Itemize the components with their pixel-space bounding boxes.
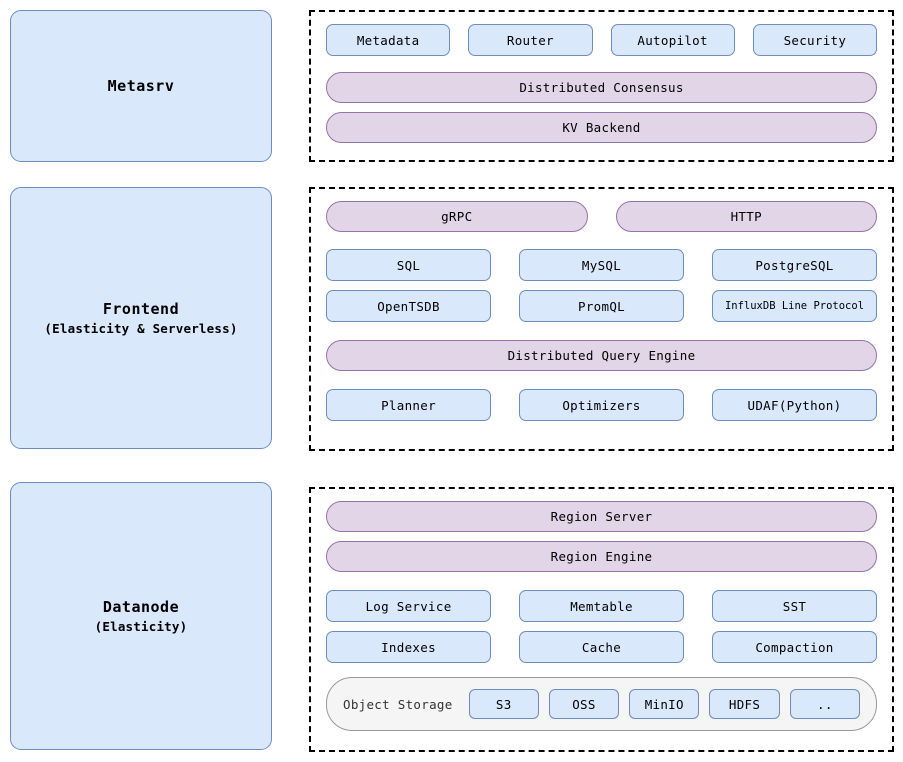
chip-log-service[interactable]: Log Service <box>326 590 491 622</box>
pill-http[interactable]: HTTP <box>615 201 877 232</box>
chip-router[interactable]: Router <box>468 24 593 56</box>
metasrv-kv-row: KV Backend <box>326 112 877 143</box>
object-storage-capsule: Object Storage S3 OSS MinIO HDFS .. <box>326 677 877 731</box>
object-storage-label: Object Storage <box>343 696 453 712</box>
object-storage-backends: S3 OSS MinIO HDFS .. <box>468 689 860 719</box>
metasrv-consensus-row: Distributed Consensus <box>326 72 877 103</box>
datanode-object-storage-row: Object Storage S3 OSS MinIO HDFS .. <box>326 677 877 731</box>
chip-s3[interactable]: S3 <box>468 689 539 719</box>
component-title: Metasrv <box>107 77 175 95</box>
datanode-region-engine-row: Region Engine <box>326 541 877 572</box>
chip-more[interactable]: .. <box>789 689 860 719</box>
chip-sst[interactable]: SST <box>712 590 877 622</box>
panel-frontend: gRPC HTTP SQL MySQL PostgreSQL OpenTSDB … <box>309 187 894 451</box>
chip-planner[interactable]: Planner <box>326 389 491 421</box>
datanode-storage-row-1: Log Service Memtable SST <box>326 590 877 622</box>
chip-oss[interactable]: OSS <box>548 689 620 719</box>
chip-cache[interactable]: Cache <box>519 631 684 663</box>
chip-autopilot[interactable]: Autopilot <box>610 24 735 56</box>
pill-kv-backend[interactable]: KV Backend <box>326 112 877 143</box>
component-box-datanode: Datanode (Elasticity) <box>10 482 272 750</box>
pill-distributed-query-engine[interactable]: Distributed Query Engine <box>326 340 877 371</box>
chip-indexes[interactable]: Indexes <box>326 631 491 663</box>
component-box-frontend: Frontend (Elasticity & Serverless) <box>10 187 272 449</box>
datanode-storage-row-2: Indexes Cache Compaction <box>326 631 877 663</box>
component-subtitle: (Elasticity) <box>94 619 188 634</box>
panel-metasrv: Metadata Router Autopilot Security Distr… <box>309 10 894 162</box>
chip-security[interactable]: Security <box>752 24 877 56</box>
pill-region-server[interactable]: Region Server <box>326 501 877 532</box>
frontend-query-engine-row: Distributed Query Engine <box>326 340 877 371</box>
chip-minio[interactable]: MinIO <box>629 689 700 719</box>
frontend-protocol-row: gRPC HTTP <box>326 201 877 232</box>
pill-distributed-consensus[interactable]: Distributed Consensus <box>326 72 877 103</box>
datanode-region-server-row: Region Server <box>326 501 877 532</box>
frontend-interfaces-row-2: OpenTSDB PromQL InfluxDB Line Protocol <box>326 290 877 322</box>
metasrv-services-row: Metadata Router Autopilot Security <box>326 24 877 56</box>
chip-compaction[interactable]: Compaction <box>712 631 877 663</box>
frontend-interfaces-row-1: SQL MySQL PostgreSQL <box>326 249 877 281</box>
pill-region-engine[interactable]: Region Engine <box>326 541 877 572</box>
chip-memtable[interactable]: Memtable <box>519 590 684 622</box>
pill-grpc[interactable]: gRPC <box>326 201 588 232</box>
panel-datanode: Region Server Region Engine Log Service … <box>309 487 894 752</box>
chip-hdfs[interactable]: HDFS <box>709 689 780 719</box>
component-title: Frontend <box>102 300 180 318</box>
chip-postgresql[interactable]: PostgreSQL <box>712 249 877 281</box>
chip-udaf-python[interactable]: UDAF(Python) <box>712 389 877 421</box>
frontend-engine-parts-row: Planner Optimizers UDAF(Python) <box>326 389 877 421</box>
chip-mysql[interactable]: MySQL <box>519 249 684 281</box>
chip-optimizers[interactable]: Optimizers <box>519 389 684 421</box>
component-box-metasrv: Metasrv <box>10 10 272 162</box>
chip-promql[interactable]: PromQL <box>519 290 684 322</box>
chip-influxdb-line-protocol[interactable]: InfluxDB Line Protocol <box>712 290 877 322</box>
component-title: Datanode <box>102 598 180 616</box>
chip-opentsdb[interactable]: OpenTSDB <box>326 290 491 322</box>
component-subtitle: (Elasticity & Serverless) <box>44 321 238 336</box>
chip-metadata[interactable]: Metadata <box>326 24 451 56</box>
chip-sql[interactable]: SQL <box>326 249 491 281</box>
